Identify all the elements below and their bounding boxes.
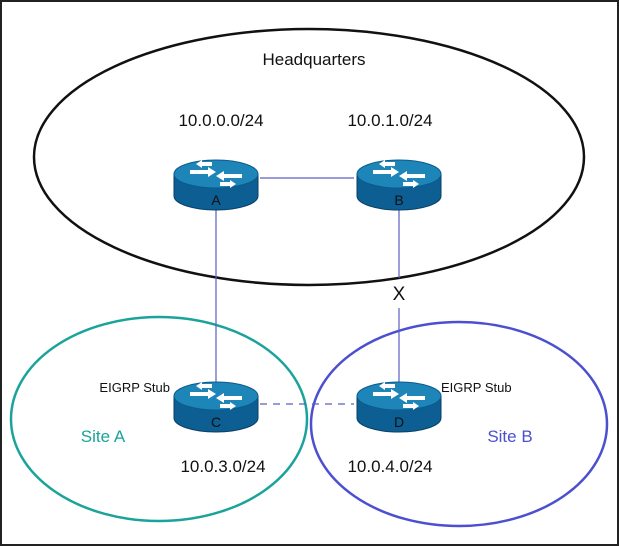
router-d: D <box>356 381 442 433</box>
site-a-label: Site A <box>81 427 126 446</box>
router-b: B <box>356 159 442 211</box>
subnet-d-label: 10.0.4.0/24 <box>347 457 432 476</box>
subnet-c-label: 10.0.3.0/24 <box>180 457 265 476</box>
hq-boundary <box>32 27 586 287</box>
site-a-boundary <box>9 315 309 523</box>
site-b-boundary <box>309 320 609 528</box>
router-b-label: B <box>394 192 403 208</box>
router-d-label: D <box>394 414 404 430</box>
subnet-a-label: 10.0.0.0/24 <box>178 111 263 130</box>
subnet-b-label: 10.0.1.0/24 <box>347 111 432 130</box>
hq-label: Headquarters <box>262 50 365 69</box>
site-b-label: Site B <box>487 427 532 446</box>
failure-mark: X <box>393 284 406 305</box>
stub-label-c: EIGRP Stub <box>99 380 170 395</box>
router-c: C <box>173 381 259 433</box>
router-c-label: C <box>211 414 221 430</box>
stub-label-d: EIGRP Stub <box>441 380 512 395</box>
router-a-label: A <box>211 192 221 208</box>
router-a: A <box>173 159 259 211</box>
